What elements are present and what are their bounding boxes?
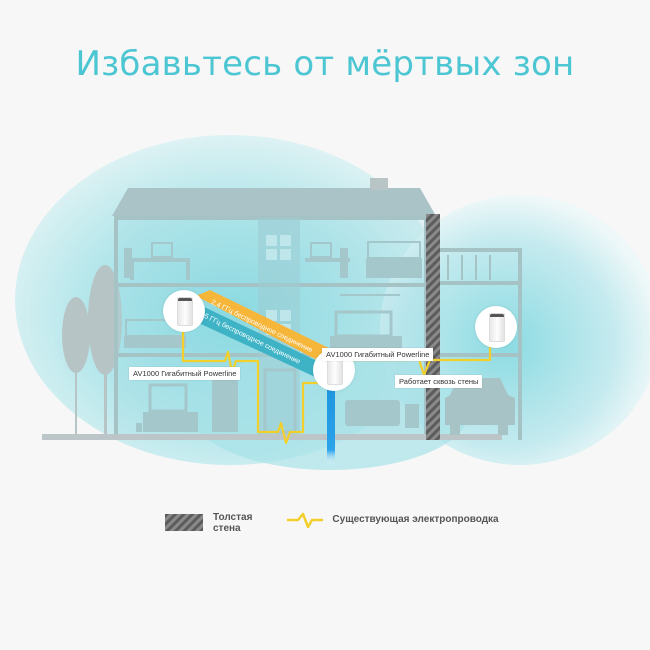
legend-existing-wiring-label: Существующая электропроводка (332, 514, 499, 525)
page-title: Избавьтесь от мёртвых зон (75, 44, 575, 84)
through-walls-label: Работает сквозь стены (395, 375, 483, 388)
house-structure (112, 178, 436, 438)
deco-device-left[interactable] (163, 290, 205, 332)
furniture (124, 241, 422, 434)
ground-line (42, 434, 502, 440)
powerline-label-right: AV1000 Гигабитный Powerline (322, 348, 434, 361)
ethernet-cable (327, 390, 335, 465)
garage (434, 248, 522, 440)
powerline-unit-icon (489, 313, 505, 342)
wireless-bands (188, 290, 343, 383)
band-5ghz (188, 304, 336, 383)
band-24ghz (196, 290, 343, 370)
powerline-label-left: AV1000 Гигабитный Powerline (129, 367, 241, 380)
legend-existing-wiring: Существующая электропроводка (286, 512, 499, 530)
legend-thick-wall-line1: Толстая (213, 512, 253, 523)
legend: Толстая стена Существующая электропровод… (165, 512, 499, 534)
legend-thick-wall-line2: стена (213, 523, 241, 534)
thick-wall (426, 214, 440, 440)
powerline-unit-icon (177, 297, 193, 326)
deco-device-right[interactable] (475, 306, 517, 348)
trees (62, 265, 122, 435)
wiring-zigzag-icon (287, 512, 324, 529)
car-icon (445, 378, 515, 435)
hatched-wall-icon (165, 514, 203, 531)
legend-thick-wall: Толстая стена (165, 512, 252, 534)
